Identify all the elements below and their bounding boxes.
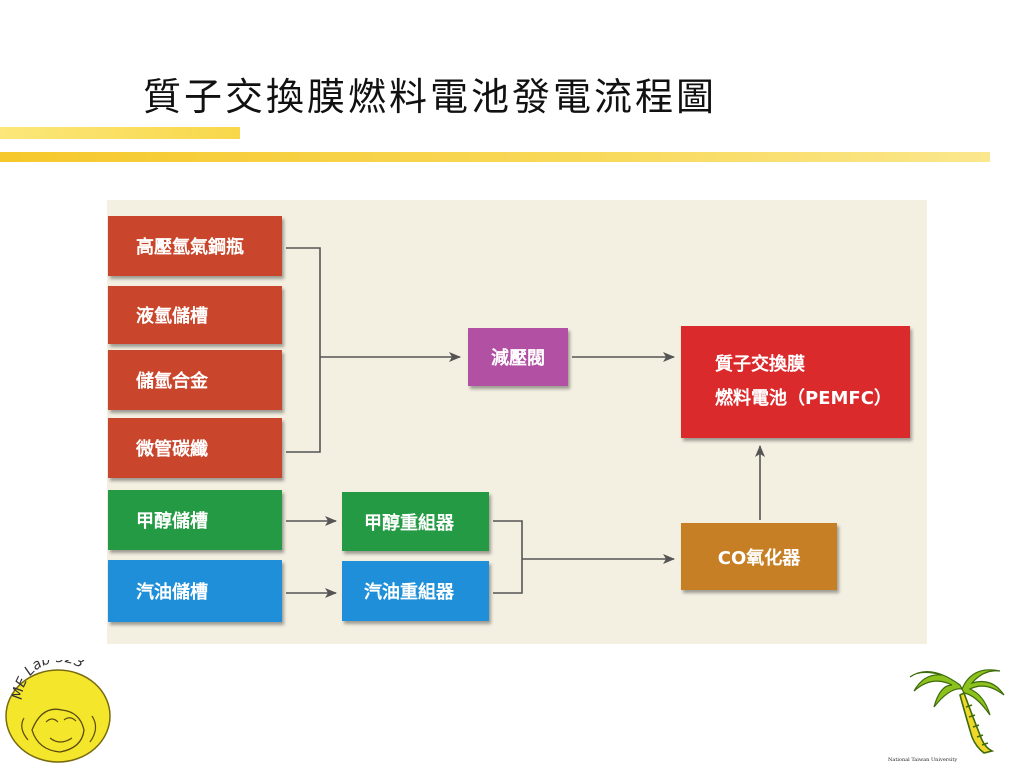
accent-bar-short [0,127,240,139]
box-label: 高壓氫氣鋼瓶 [136,237,244,258]
hydrogen-bracket [286,247,321,453]
me-lab-logo: ME Lab 523 [5,660,111,763]
box-methanol-reformer: 甲醇重組器 [342,492,489,551]
box-label: 甲醇儲槽 [136,511,208,532]
accent-bar-long [0,152,990,162]
box-label: CO氧化器 [717,547,801,569]
box-carbon-microtube: 微管碳纖 [108,418,282,478]
box-pemfc: 質子交換膜 燃料電池（PEMFC） [681,326,910,438]
box-hydrogen-alloy: 儲氫合金 [108,350,282,410]
box-methanol-tank: 甲醇儲槽 [108,490,282,550]
box-liquid-hydrogen-tank: 液氫儲槽 [108,286,282,344]
box-high-pressure-cylinder: 高壓氫氣鋼瓶 [108,216,282,276]
slide-title: 質子交換膜燃料電池發電流程圖 [143,75,718,119]
pemfc-label-line2: 燃料電池（PEMFC） [715,388,892,409]
box-gasoline-reformer: 汽油重組器 [342,561,489,621]
box-gasoline-tank: 汽油儲槽 [108,560,282,622]
box-label: 微管碳纖 [136,439,208,460]
box-label: 甲醇重組器 [364,512,454,534]
box-label: 儲氫合金 [136,371,208,392]
box-label: 汽油儲槽 [136,582,208,603]
ntu-palm-logo [909,669,1005,754]
box-co-oxidizer: CO氧化器 [681,523,837,590]
box-label: 減壓閥 [491,348,545,369]
ntu-caption: National Taiwan University [888,757,958,763]
box-label: 汽油重組器 [364,582,454,603]
reformer-bracket [493,520,523,594]
box-pressure-valve: 減壓閥 [468,328,568,386]
box-label: 液氫儲槽 [136,306,208,327]
pemfc-label-line1: 質子交換膜 [715,354,805,375]
